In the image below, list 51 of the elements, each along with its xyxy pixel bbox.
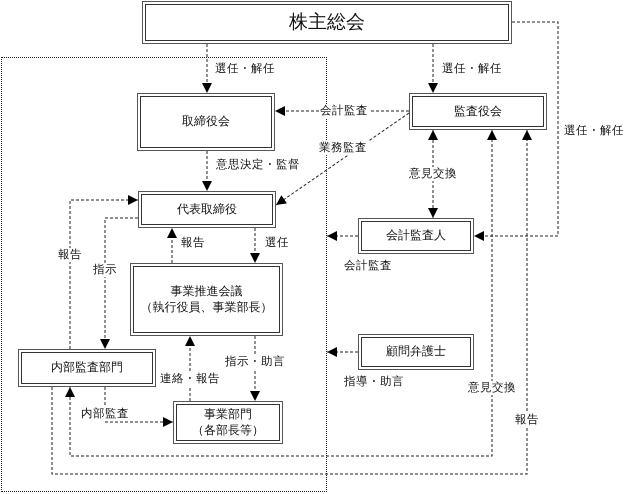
org-box bbox=[142, 1, 512, 44]
node-label: 監査役会 bbox=[454, 104, 502, 120]
arrow bbox=[428, 44, 438, 94]
arrow bbox=[326, 347, 358, 357]
edge-label: 意見交換 bbox=[467, 381, 517, 395]
edge-label: 指示・助言 bbox=[224, 355, 286, 369]
edge-label: 選任・解任 bbox=[441, 62, 503, 76]
edge-label: 報告 bbox=[514, 413, 540, 427]
node-label: 顧問弁護士 bbox=[386, 344, 446, 360]
node-label: （執行役員、事業部長） bbox=[140, 300, 272, 315]
edge-label: 指導・助言 bbox=[343, 375, 405, 389]
edge-label: 内部監査 bbox=[80, 407, 130, 421]
arrow bbox=[474, 22, 558, 241]
arrow bbox=[100, 218, 138, 350]
org-box bbox=[130, 263, 283, 336]
arrow bbox=[276, 112, 410, 206]
edge-label: 指示 bbox=[92, 263, 118, 277]
node-label: 代表取締役 bbox=[177, 202, 237, 218]
org-box bbox=[138, 191, 276, 228]
node-label: 事業部門 bbox=[204, 407, 252, 422]
node-label: 事業推進会議 bbox=[170, 284, 242, 300]
arrow bbox=[70, 195, 138, 350]
edge-label: 報告 bbox=[57, 248, 83, 262]
edge-label: 会計監査 bbox=[343, 259, 393, 273]
edge-label: 意思決定・監督 bbox=[215, 158, 301, 172]
edge-label: 会計監査 bbox=[319, 104, 369, 118]
arrow bbox=[250, 228, 260, 264]
edge-label: 業務監査 bbox=[318, 141, 368, 155]
org-box bbox=[18, 349, 156, 387]
arrow bbox=[104, 386, 174, 427]
edge-label: 選任・解任 bbox=[563, 124, 624, 138]
org-box bbox=[358, 218, 474, 254]
node-label: 会計監査人 bbox=[386, 228, 446, 244]
org-box bbox=[409, 93, 547, 130]
arrow bbox=[202, 44, 212, 94]
node-label: 取締役会 bbox=[182, 114, 230, 130]
arrow bbox=[167, 228, 177, 264]
arrow bbox=[202, 150, 212, 192]
edge-label: 連絡・報告 bbox=[159, 372, 221, 386]
node-label: （各部長等） bbox=[192, 422, 264, 438]
org-box bbox=[173, 401, 283, 444]
node-label: 株主総会 bbox=[289, 10, 365, 35]
edge-label: 意見交換 bbox=[408, 167, 458, 181]
edge-label: 選任 bbox=[264, 236, 290, 250]
edge-label: 選任・解任 bbox=[214, 62, 276, 76]
node-label: 内部監査部門 bbox=[51, 360, 123, 376]
edge-label: 報告 bbox=[180, 236, 206, 250]
org-box bbox=[137, 93, 275, 151]
arrow bbox=[326, 231, 358, 241]
double-arrow bbox=[428, 130, 438, 218]
org-box bbox=[358, 334, 474, 370]
